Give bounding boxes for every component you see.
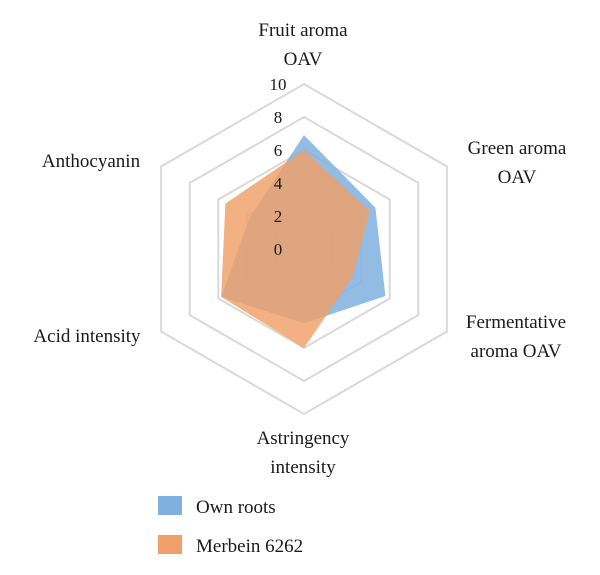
legend-label-own-roots: Own roots: [196, 497, 276, 518]
axis-label-1-line-0: Green aroma: [468, 138, 567, 159]
axis-label-3-line-1: intensity: [270, 457, 336, 478]
tick-label-10: 10: [270, 75, 287, 94]
series-merbein-6262: [221, 150, 370, 348]
axis-label-5-line-0: Anthocyanin: [42, 151, 141, 172]
legend-swatch-merbein-6262: [158, 535, 182, 554]
tick-label-0: 0: [274, 240, 283, 259]
tick-label-4: 4: [274, 174, 283, 193]
legend-label-merbein-6262: Merbein 6262: [196, 536, 303, 557]
axis-label-2-line-1: aroma OAV: [471, 341, 562, 362]
grid-ring-10: [160, 82, 448, 416]
axis-label-2-line-0: Fermentative: [466, 312, 566, 333]
axis-label-0-line-0: Fruit aroma: [258, 20, 348, 41]
tick-label-8: 8: [274, 108, 283, 127]
grid-ring-8: [188, 115, 420, 383]
axis-label-3-line-0: Astringency: [257, 428, 350, 449]
legend-swatch-own-roots: [158, 496, 182, 515]
axis-label-1-line-1: OAV: [498, 167, 537, 188]
axis-label-0-line-1: OAV: [284, 49, 323, 70]
tick-label-6: 6: [274, 141, 283, 160]
axis-label-4-line-0: Acid intensity: [33, 326, 141, 347]
tick-label-2: 2: [274, 207, 283, 226]
